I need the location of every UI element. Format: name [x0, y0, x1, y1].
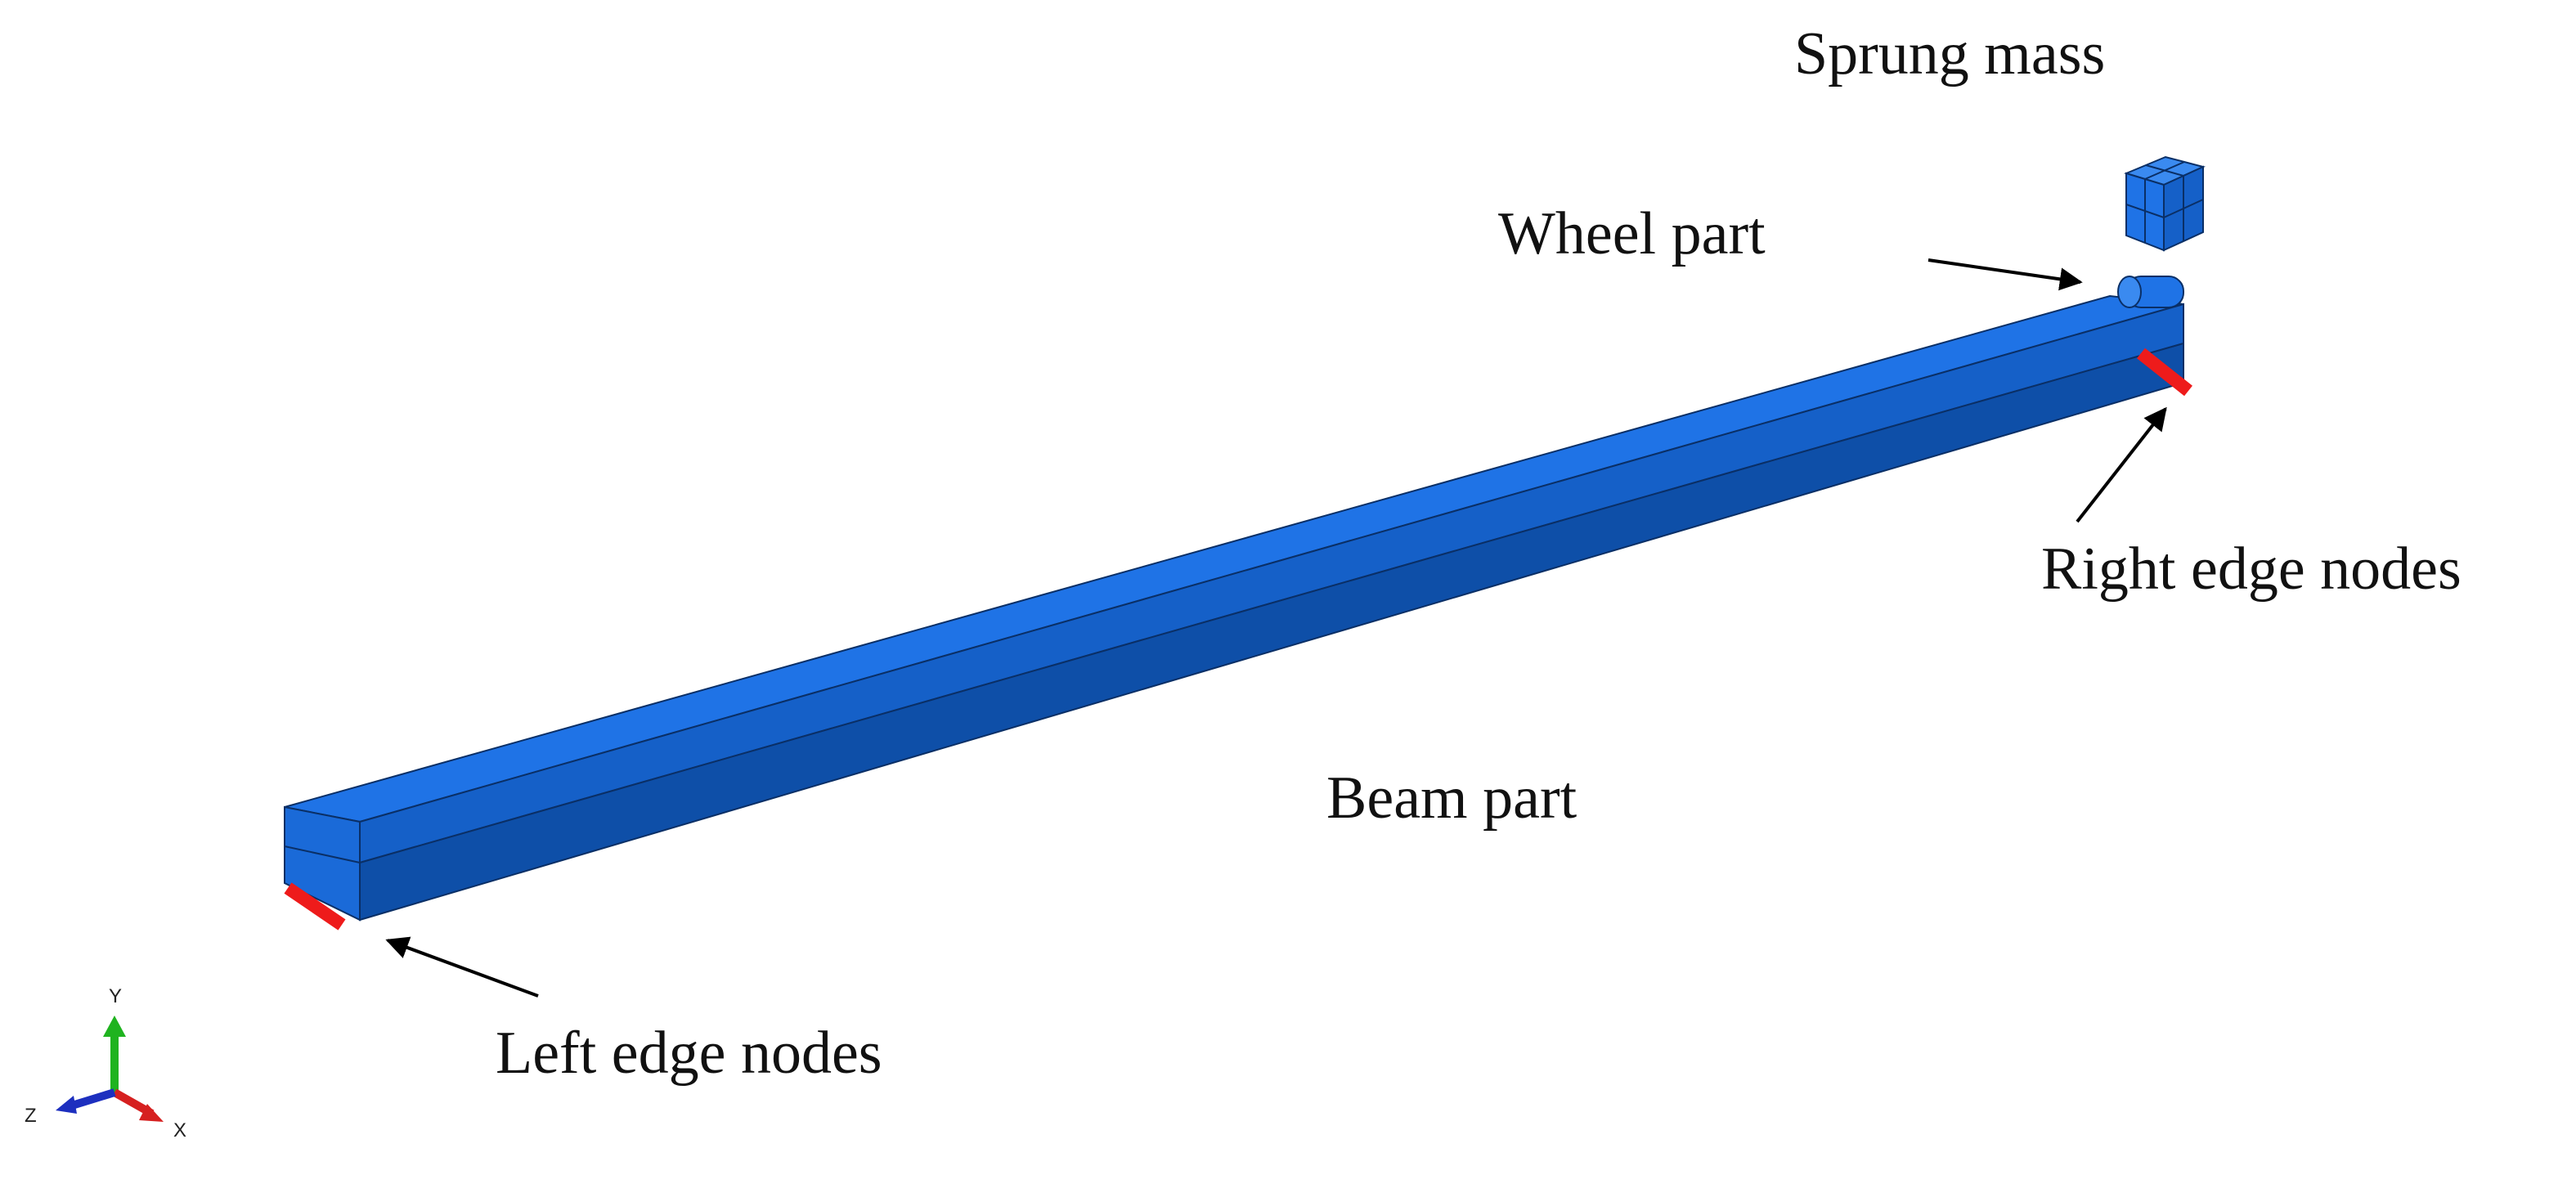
- cube-grid-line: [2163, 199, 2204, 218]
- sprung-mass-cube: [2124, 155, 2206, 252]
- triad-z-arrowhead: [56, 1096, 77, 1114]
- left-edge-nodes-arrow: [385, 936, 539, 998]
- beam-left-end-face: [284, 805, 361, 922]
- left-edge-nodes-label: Left edge nodes: [496, 1020, 882, 1087]
- triad-x-label: X: [173, 1119, 186, 1141]
- wheel-part-arrow: [1928, 258, 2083, 291]
- triad-z-label: Z: [25, 1105, 37, 1127]
- sprung-mass-label: Sprung mass: [1794, 20, 2105, 87]
- right-edge-nodes-arrow: [2076, 406, 2167, 523]
- cube-grid-line: [2125, 204, 2165, 218]
- wheel-end-face: [2117, 276, 2142, 308]
- wheel-part-label: Wheel part: [1498, 200, 1766, 267]
- coordinate-triad: Y X Z: [25, 985, 186, 1141]
- beam-part: [284, 294, 2184, 922]
- triad-z-axis: [70, 1088, 116, 1110]
- right-edge-nodes-marker: [2137, 348, 2192, 397]
- beam-top-face: [284, 294, 2184, 823]
- triad-y-label: Y: [109, 985, 122, 1007]
- right-edge-nodes-label: Right edge nodes: [2041, 536, 2462, 603]
- left-edge-nodes-marker: [284, 882, 346, 931]
- beam-part-label: Beam part: [1326, 765, 1577, 832]
- beam-front-upper-face: [359, 303, 2184, 864]
- cube-grid-line: [2144, 161, 2185, 180]
- beam-front-lower-face: [359, 342, 2184, 922]
- wheel-part: [2117, 276, 2184, 308]
- beam-left-end-divider: [284, 845, 361, 863]
- triad-x-arrowhead: [139, 1104, 164, 1122]
- triad-y-arrowhead: [103, 1016, 126, 1037]
